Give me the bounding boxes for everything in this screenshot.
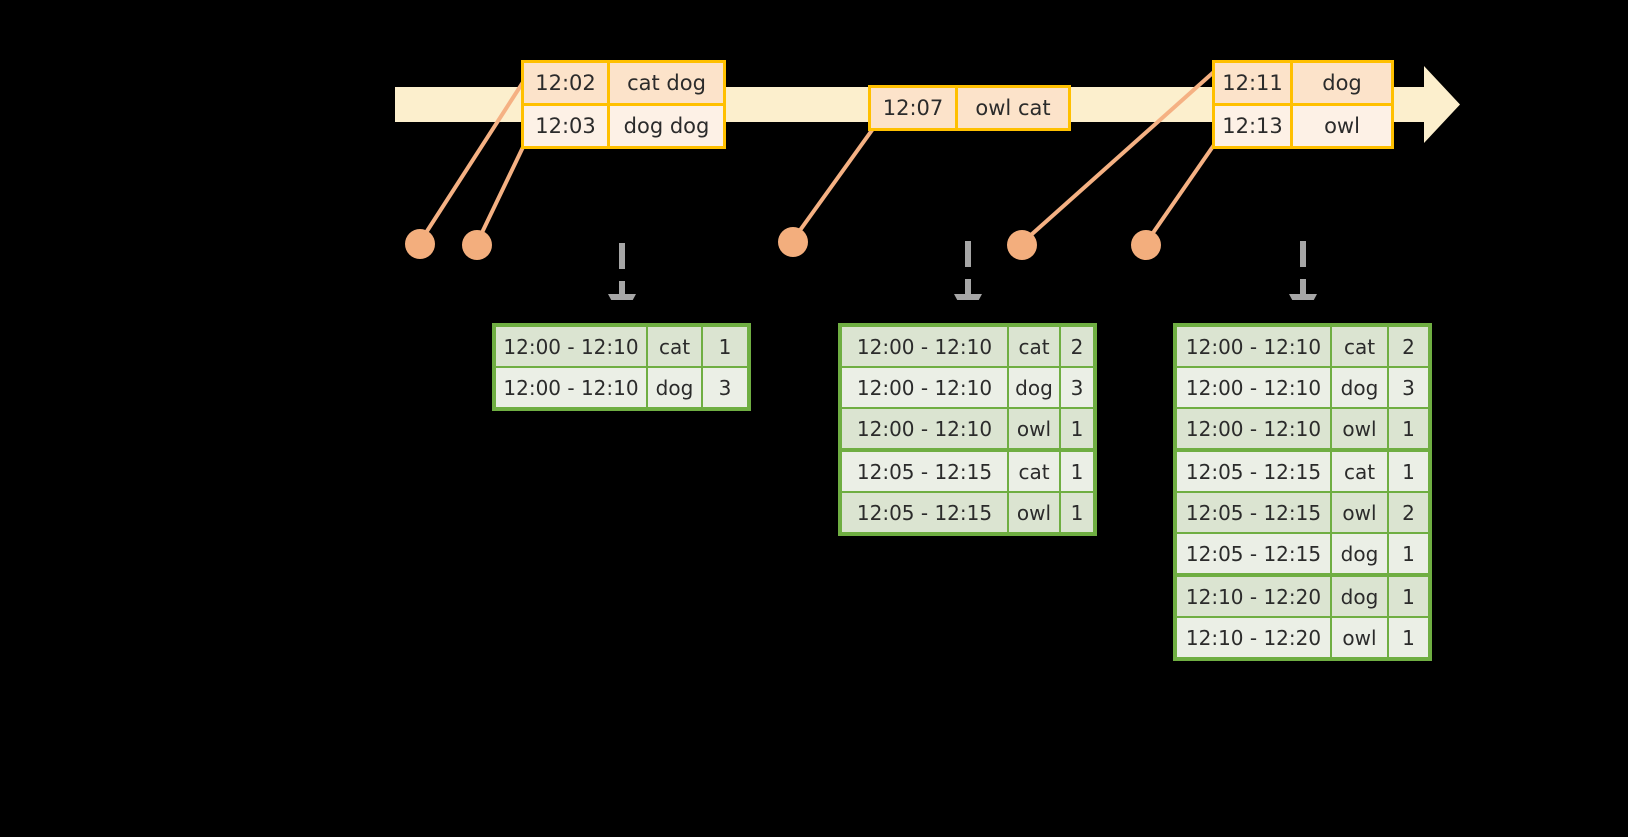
connector-line-1203: [475, 144, 526, 244]
cell-count: 1: [1389, 618, 1428, 657]
cell-count: 2: [1061, 327, 1093, 366]
event-row: 12:03 dog dog: [524, 103, 723, 146]
event-dot-1203: [462, 230, 492, 260]
cell-count: 3: [1389, 368, 1428, 407]
connector-line-1211: [1020, 68, 1218, 245]
table-row: 12:00 - 12:10 cat 2: [1177, 327, 1428, 366]
cell-window: 12:05 - 12:15: [842, 493, 1009, 532]
cell-count: 2: [1389, 327, 1428, 366]
cell-word: owl: [1009, 409, 1061, 448]
cell-window: 12:10 - 12:20: [1177, 577, 1332, 616]
table-row: 12:00 - 12:10 cat 2: [842, 327, 1093, 366]
event-dot-1207: [778, 227, 808, 257]
cell-window: 12:00 - 12:10: [1177, 327, 1332, 366]
cell-count: 1: [1061, 452, 1093, 491]
cell-count: 3: [703, 368, 747, 407]
event-words: owl cat: [958, 88, 1068, 128]
cell-window: 12:05 - 12:15: [1177, 534, 1332, 573]
table-row: 12:00 - 12:10 dog 3: [842, 366, 1093, 407]
cell-count: 2: [1389, 493, 1428, 532]
event-words: cat dog: [610, 63, 723, 103]
cell-word: owl: [1009, 493, 1061, 532]
cell-window: 12:00 - 12:10: [842, 409, 1009, 448]
event-time: 12:11: [1215, 63, 1293, 103]
cell-word: cat: [1332, 452, 1389, 491]
event-time: 12:02: [524, 63, 610, 103]
cell-count: 1: [1061, 409, 1093, 448]
table-row: 12:10 - 12:20 dog 1: [1177, 573, 1428, 616]
result-table-2: 12:00 - 12:10 cat 2 12:00 - 12:10 dog 3 …: [838, 323, 1097, 536]
result-table-3: 12:00 - 12:10 cat 2 12:00 - 12:10 dog 3 …: [1173, 323, 1432, 661]
connector-line-1207: [791, 124, 877, 242]
event-dot-1213: [1131, 230, 1161, 260]
table-row: 12:05 - 12:15 dog 1: [1177, 532, 1428, 573]
cell-window: 12:00 - 12:10: [842, 368, 1009, 407]
cell-count: 1: [703, 327, 747, 366]
table-row: 12:00 - 12:10 owl 1: [1177, 407, 1428, 448]
cell-window: 12:05 - 12:15: [842, 452, 1009, 491]
cell-word: owl: [1332, 409, 1389, 448]
cell-count: 1: [1389, 409, 1428, 448]
cell-count: 1: [1389, 534, 1428, 573]
event-group-2: 12:07 owl cat: [868, 85, 1071, 131]
event-words: dog dog: [610, 106, 723, 146]
table-row: 12:05 - 12:15 owl 1: [842, 491, 1093, 532]
cell-window: 12:10 - 12:20: [1177, 618, 1332, 657]
cell-window: 12:05 - 12:15: [1177, 493, 1332, 532]
table-row: 12:05 - 12:15 owl 2: [1177, 491, 1428, 532]
cell-word: cat: [1009, 452, 1061, 491]
cell-word: cat: [1009, 327, 1061, 366]
cell-count: 1: [1389, 577, 1428, 616]
event-row: 12:07 owl cat: [871, 88, 1068, 128]
table-row: 12:00 - 12:10 cat 1: [496, 327, 747, 366]
cell-word: dog: [648, 368, 703, 407]
cell-window: 12:00 - 12:10: [1177, 409, 1332, 448]
cell-count: 1: [1061, 493, 1093, 532]
cell-word: dog: [1332, 534, 1389, 573]
cell-window: 12:00 - 12:10: [496, 327, 648, 366]
event-words: owl: [1293, 106, 1391, 146]
table-row: 12:10 - 12:20 owl 1: [1177, 616, 1428, 657]
result-table-1: 12:00 - 12:10 cat 1 12:00 - 12:10 dog 3: [492, 323, 751, 411]
event-time: 12:07: [871, 88, 958, 128]
cell-word: dog: [1332, 577, 1389, 616]
table-row: 12:05 - 12:15 cat 1: [1177, 448, 1428, 491]
connector-line-1202: [418, 74, 529, 244]
flow-arrow-3: [1289, 241, 1317, 300]
flow-arrow-1: [608, 243, 636, 300]
timeline-and-connectors: [395, 66, 1460, 300]
cell-window: 12:00 - 12:10: [1177, 368, 1332, 407]
flow-arrow-2: [954, 241, 982, 300]
cell-word: cat: [648, 327, 703, 366]
cell-word: dog: [1009, 368, 1061, 407]
table-row: 12:05 - 12:15 cat 1: [842, 448, 1093, 491]
event-dot-1211: [1007, 230, 1037, 260]
cell-window: 12:00 - 12:10: [842, 327, 1009, 366]
connector-line-1213: [1144, 140, 1218, 245]
event-dot-1202: [405, 229, 435, 259]
table-row: 12:00 - 12:10 owl 1: [842, 407, 1093, 448]
cell-word: owl: [1332, 618, 1389, 657]
cell-window: 12:05 - 12:15: [1177, 452, 1332, 491]
cell-word: owl: [1332, 493, 1389, 532]
event-words: dog: [1293, 63, 1391, 103]
table-row: 12:00 - 12:10 dog 3: [496, 366, 747, 407]
cell-word: dog: [1332, 368, 1389, 407]
event-time: 12:03: [524, 106, 610, 146]
event-row: 12:02 cat dog: [524, 63, 723, 103]
event-time: 12:13: [1215, 106, 1293, 146]
table-row: 12:00 - 12:10 dog 3: [1177, 366, 1428, 407]
cell-count: 3: [1061, 368, 1093, 407]
event-row: 12:11 dog: [1215, 63, 1391, 103]
event-group-1: 12:02 cat dog 12:03 dog dog: [521, 60, 726, 149]
event-group-3: 12:11 dog 12:13 owl: [1212, 60, 1394, 149]
cell-word: cat: [1332, 327, 1389, 366]
cell-count: 1: [1389, 452, 1428, 491]
cell-window: 12:00 - 12:10: [496, 368, 648, 407]
event-row: 12:13 owl: [1215, 103, 1391, 146]
